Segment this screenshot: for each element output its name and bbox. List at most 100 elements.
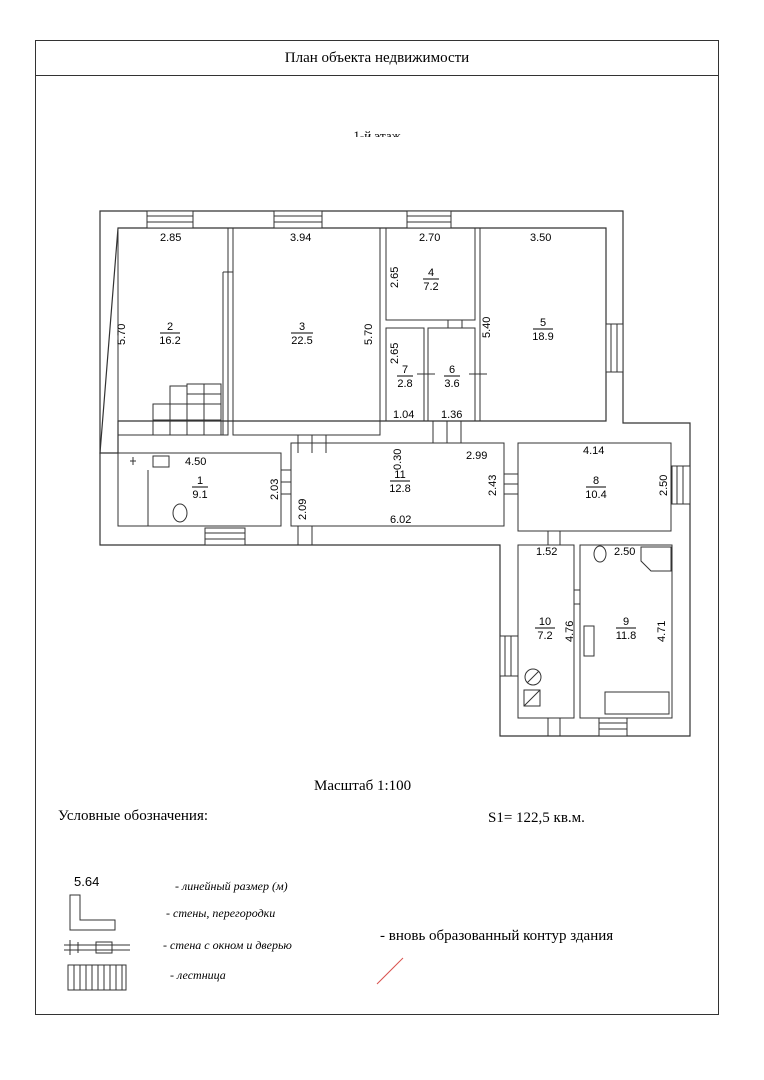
room-labels: 2 16.2 3 22.5 4 7.2 5 18.9 7 2.8 6 3.6 <box>159 267 636 642</box>
dimension-label: 5.70 <box>116 324 128 345</box>
room-area: 10.4 <box>585 489 606 501</box>
dimension-label: 4.76 <box>564 621 576 642</box>
room-area: 11.8 <box>616 630 637 642</box>
dimension-label: 0.30 <box>392 449 404 470</box>
dimension-labels: 2.85 3.94 2.70 3.50 5.70 5.70 2.65 5.40 … <box>116 232 670 642</box>
room-number: 9 <box>623 616 629 628</box>
total-area: S1= 122,5 кв.м. <box>488 810 585 826</box>
room-3: 3 22.5 <box>291 321 313 347</box>
doors <box>281 320 580 736</box>
room-number: 4 <box>428 267 434 279</box>
window-icon <box>406 210 452 229</box>
room-6: 6 3.6 <box>444 364 460 390</box>
dimension-label: 2.85 <box>160 232 181 244</box>
dimension-label: 3.94 <box>290 232 311 244</box>
room-number: 7 <box>402 364 408 376</box>
dimension-label: 2.70 <box>419 232 440 244</box>
room-3-outline <box>232 227 381 436</box>
dimension-label: 2.43 <box>487 475 499 496</box>
bathtub-icon <box>604 691 670 715</box>
dimension-label: 2.09 <box>297 499 309 520</box>
room-11: 11 12.8 <box>389 469 410 495</box>
room-area: 7.2 <box>423 281 438 293</box>
window-icon <box>273 210 323 229</box>
window-icon <box>605 323 624 373</box>
dimension-label: 1.36 <box>441 409 462 421</box>
room-area: 18.9 <box>532 331 553 343</box>
window-icon <box>671 465 691 505</box>
room-4: 4 7.2 <box>423 267 439 293</box>
room-number: 3 <box>299 321 305 333</box>
room-number: 8 <box>593 475 599 487</box>
dimension-label: 2.99 <box>466 450 487 462</box>
room-1-outline <box>117 452 282 527</box>
window-icon <box>598 717 628 737</box>
dimension-label: 1.04 <box>393 409 414 421</box>
fixtures <box>130 455 672 715</box>
room-area: 9.1 <box>192 489 207 501</box>
legend-item-wall-window-door: - стена с окном и дверью <box>163 938 292 952</box>
dimension-label: 6.02 <box>390 514 411 526</box>
window-icon <box>499 635 519 677</box>
windows <box>146 210 691 737</box>
legend-item-staircase: - лестница <box>170 968 226 982</box>
dimension-label: 2.03 <box>269 479 281 500</box>
plan-sheet: План объекта недвижимости 1-й этаж <box>35 40 719 1015</box>
dimension-label: 2.65 <box>389 343 401 364</box>
room-9: 9 11.8 <box>616 616 637 642</box>
dimension-label: 4.50 <box>185 456 206 468</box>
dimension-label: 5.40 <box>481 317 493 338</box>
room-area: 16.2 <box>159 335 180 347</box>
legend-item-walls: - стены, перегородки <box>166 906 276 920</box>
legend-item-dimension: - линейный размер (м) <box>175 879 288 893</box>
room-2: 2 16.2 <box>159 321 180 347</box>
staircase-icon <box>152 383 222 435</box>
room-number: 11 <box>394 469 405 481</box>
room-10-outline <box>517 544 575 719</box>
dimension-label: 2.50 <box>658 475 670 496</box>
room-area: 2.8 <box>397 378 412 390</box>
dimension-label: 2.65 <box>389 267 401 288</box>
room-7: 7 2.8 <box>397 364 413 390</box>
dimension-label: 2.50 <box>614 546 635 558</box>
boiler-icon <box>524 668 542 686</box>
window-icon <box>146 210 194 229</box>
dimension-label: 5.70 <box>363 324 375 345</box>
dimension-label: 3.50 <box>530 232 551 244</box>
room-area: 22.5 <box>291 335 312 347</box>
room-number: 6 <box>449 364 455 376</box>
boiler-icon <box>640 546 672 572</box>
sink-icon <box>583 625 595 657</box>
dimension-label: 4.14 <box>583 445 604 457</box>
room-5: 5 18.9 <box>532 317 553 343</box>
dimension-label: 1.52 <box>536 546 557 558</box>
floor-label: 1-й этаж <box>353 128 401 137</box>
legend-symbols <box>64 894 404 991</box>
toilet-icon <box>172 503 188 523</box>
page-title: План объекта недвижимости <box>36 41 718 76</box>
dimension-label: 4.71 <box>656 621 668 642</box>
toilet-icon <box>593 545 607 563</box>
staircase-legend-icon <box>67 964 127 991</box>
room-number: 1 <box>197 475 203 487</box>
room-number: 5 <box>540 317 546 329</box>
meter-icon <box>523 689 541 707</box>
room-number: 10 <box>539 616 551 628</box>
legend-item-new-contour: - вновь образованный контур здания <box>380 928 614 944</box>
window-icon <box>204 527 246 546</box>
room-10: 10 7.2 <box>535 616 555 642</box>
legend-title: Условные обозначения: <box>58 808 209 824</box>
scale-label: Масштаб 1:100 <box>314 778 412 794</box>
room-area: 3.6 <box>444 378 459 390</box>
room-1: 1 9.1 <box>192 475 208 501</box>
room-area: 7.2 <box>537 630 552 642</box>
legend-sample-dimension: 5.64 <box>74 874 100 889</box>
wall-window-door-legend-icon <box>64 940 130 955</box>
room-8: 8 10.4 <box>585 475 606 501</box>
sink-icon <box>152 455 170 468</box>
room-8-outline <box>517 442 672 532</box>
room-number: 2 <box>167 321 173 333</box>
new-contour-legend-icon <box>376 957 404 985</box>
wall-legend-icon <box>69 894 116 931</box>
